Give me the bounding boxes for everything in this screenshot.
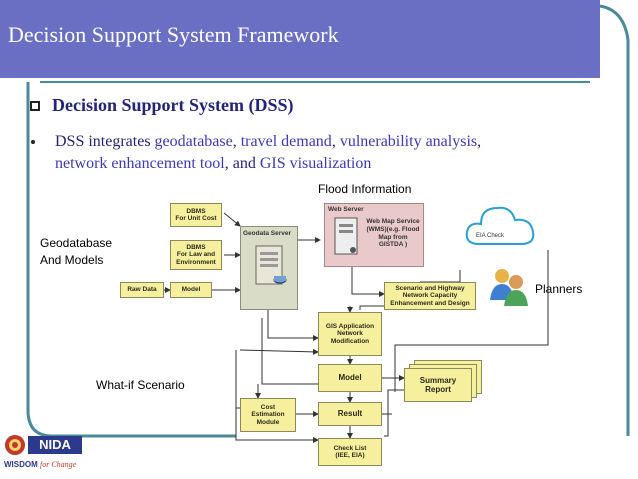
nida-logo: NIDA WISDOM for Change	[2, 432, 82, 476]
planners-icon	[490, 269, 528, 306]
web-server-box: Web Server Web Map Service(WMS)(e.g. Flo…	[324, 203, 424, 267]
geodatabase-label: Geodatabase	[40, 236, 113, 250]
title-bar	[0, 0, 600, 78]
geodata-server-box: Geodata Server	[240, 226, 298, 310]
planners-label: Planners	[535, 282, 583, 296]
whatif-label: What-if Scenario	[96, 378, 185, 392]
raw-data-box: Raw Data	[120, 282, 164, 298]
model-left-box: Model	[170, 282, 212, 298]
models-label: And Models	[40, 253, 104, 267]
model-center-box: Model	[318, 364, 382, 392]
bullet-dss: Decision Support System (DSS)	[52, 95, 294, 115]
checklist-box: Check List(IEE, EIA)	[318, 438, 382, 466]
eia-check-label: EIA Check	[476, 233, 505, 239]
dot-bullet-icon	[31, 140, 35, 144]
server-icon	[255, 245, 287, 285]
checkbox-bullet-icon	[30, 101, 40, 111]
web-server-icon	[334, 217, 358, 255]
cloud-icon	[465, 206, 535, 245]
nida-seal-icon	[5, 435, 25, 455]
slide-title: Decision Support System Framework	[8, 22, 339, 47]
flood-info-label: Flood Information	[318, 182, 412, 196]
result-box: Result	[318, 402, 382, 426]
nida-slogan: WISDOM for Change	[4, 460, 77, 469]
bullet-dss-desc: DSS integrates geodatabase, travel deman…	[55, 133, 482, 172]
